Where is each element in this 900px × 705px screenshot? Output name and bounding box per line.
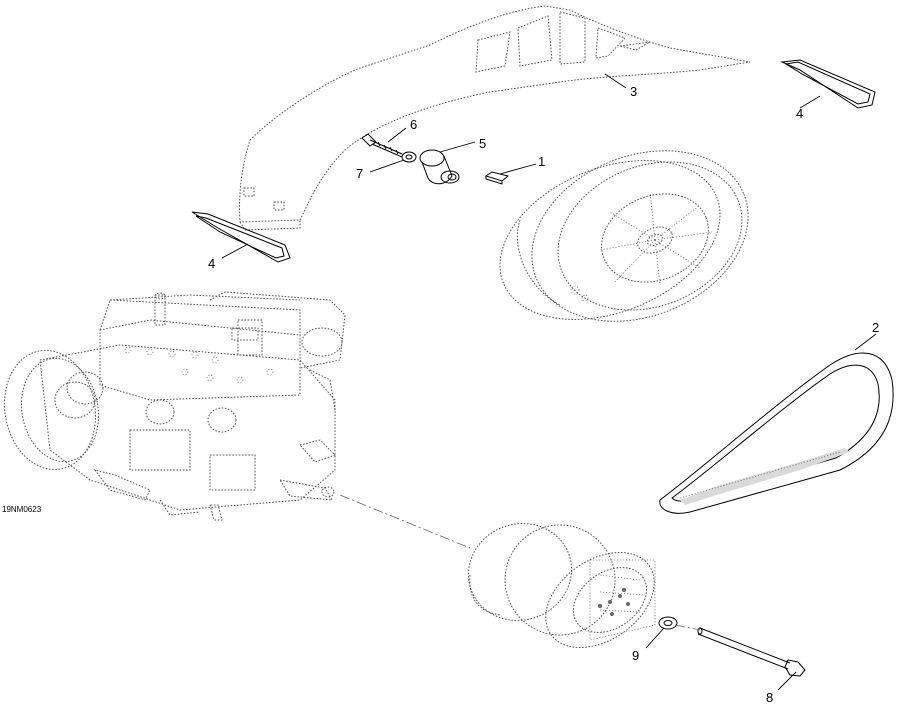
callout-4-left: 4 [208, 256, 215, 271]
callout-5: 5 [479, 136, 486, 151]
driven-pulley [499, 150, 749, 322]
clip-part-4-top [780, 59, 876, 109]
callout-7: 7 [356, 166, 363, 181]
washer-part-9 [658, 616, 678, 630]
axis-lines [339, 494, 701, 631]
bolt-part-6 [361, 133, 403, 158]
callout-1: 1 [538, 154, 545, 169]
callout-2: 2 [872, 320, 879, 335]
drawing-reference: 19NM0623 [2, 505, 42, 514]
callout-labels: 1 2 3 4 4 5 6 7 8 9 19NM0623 [2, 84, 879, 705]
clip-part-4-left [191, 211, 291, 263]
callout-3: 3 [630, 84, 637, 99]
belt-guard-part-3 [239, 5, 751, 231]
callout-4-top: 4 [796, 106, 803, 121]
callout-8: 8 [766, 690, 773, 705]
washer-part-7 [401, 151, 417, 163]
callout-6: 6 [410, 117, 417, 132]
leader-lines [221, 73, 877, 691]
bolt-part-8 [697, 627, 806, 677]
spacer-part-5 [419, 149, 460, 185]
engine-block [3, 291, 346, 521]
key-part-1 [484, 171, 510, 185]
drive-pulley [467, 523, 656, 649]
drive-belt-part-2 [659, 352, 894, 514]
callout-9: 9 [632, 648, 639, 663]
